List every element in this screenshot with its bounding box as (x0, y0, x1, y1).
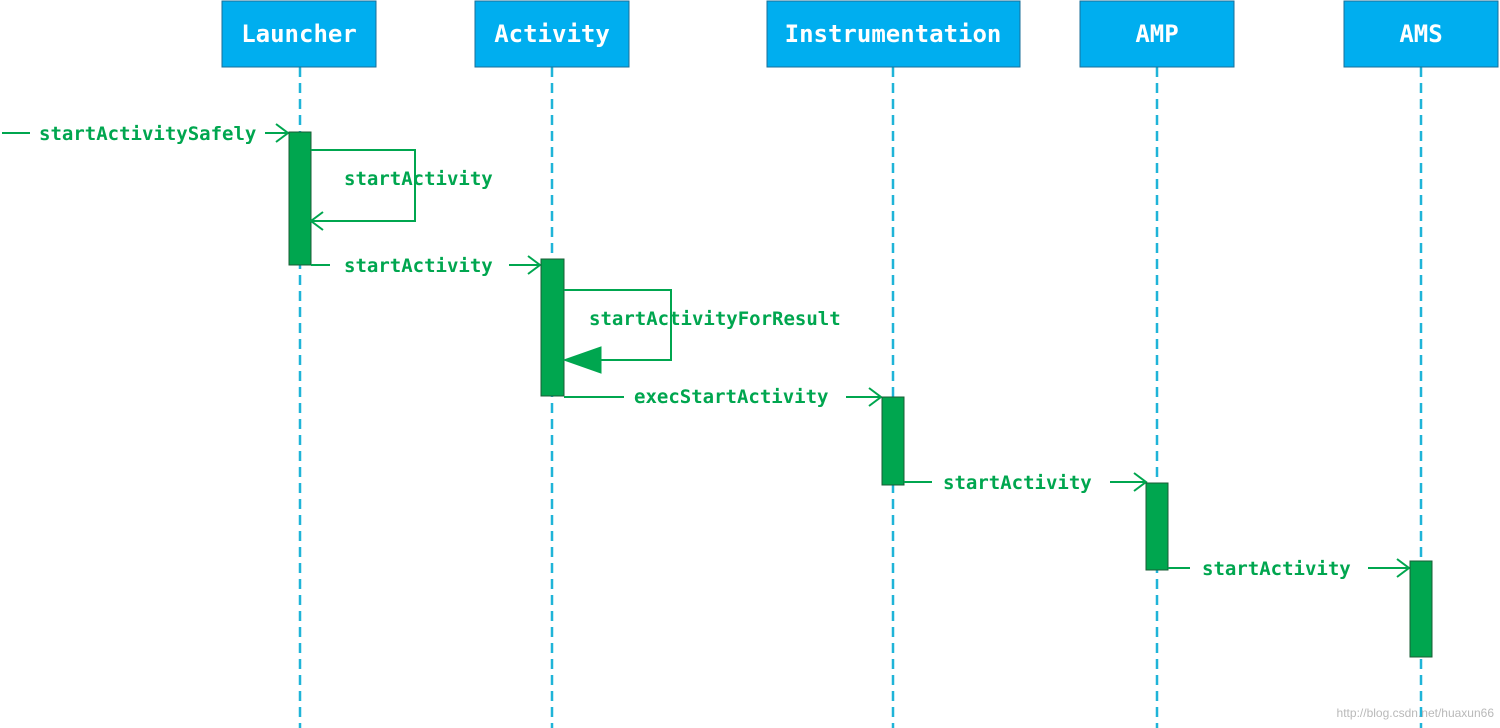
message-amp-to-ams: startActivity (1168, 558, 1411, 580)
arrow-head-open (309, 211, 324, 231)
message-activity-self-start-activity-for-result: startActivityForResult (562, 289, 841, 374)
arrow-head-open (1133, 472, 1148, 492)
participant-activity: Activity (474, 0, 630, 68)
arrow-head-filled (562, 346, 602, 374)
activation-ams (1409, 560, 1433, 658)
message-label-instrumentation-to-amp: startActivity (943, 472, 1092, 494)
arrow-head-open (527, 255, 542, 275)
watermark: http://blog.csdn.net/huaxun66 (1336, 706, 1494, 720)
participant-ams: AMS (1343, 0, 1499, 68)
activation-launcher (288, 131, 312, 266)
message-activity-to-instrumentation: execStartActivity (564, 386, 883, 408)
message-label-amp-to-ams: startActivity (1202, 558, 1351, 580)
arrow-head-open (1396, 558, 1411, 578)
message-instrumentation-to-amp: startActivity (904, 472, 1148, 494)
participant-instrumentation: Instrumentation (766, 0, 1021, 68)
participant-instrumentation-label: Instrumentation (785, 20, 1002, 48)
participant-amp-label: AMP (1135, 20, 1178, 48)
message-label-exec-start-activity: execStartActivity (634, 386, 828, 408)
message-launcher-to-activity: startActivity (311, 255, 542, 277)
activation-amp (1145, 482, 1169, 571)
participant-launcher: Launcher (221, 0, 377, 68)
message-label-launcher-to-activity: startActivity (344, 255, 493, 277)
message-label-launcher-self-start-activity: startActivity (344, 168, 493, 190)
participant-amp: AMP (1079, 0, 1235, 68)
arrow-head-open (275, 123, 290, 143)
participant-launcher-label: Launcher (241, 20, 357, 48)
participant-ams-label: AMS (1399, 20, 1442, 48)
participant-activity-label: Activity (494, 20, 610, 48)
message-label-start-activity-for-result: startActivityForResult (589, 308, 841, 330)
message-launcher-self-start-activity: startActivity (309, 149, 493, 231)
message-start-activity-safely: startActivitySafely (2, 123, 290, 145)
message-label-start-activity-safely: startActivitySafely (39, 123, 256, 145)
activation-instrumentation (881, 396, 905, 486)
activation-activity (540, 258, 565, 397)
arrow-head-open (868, 387, 883, 407)
